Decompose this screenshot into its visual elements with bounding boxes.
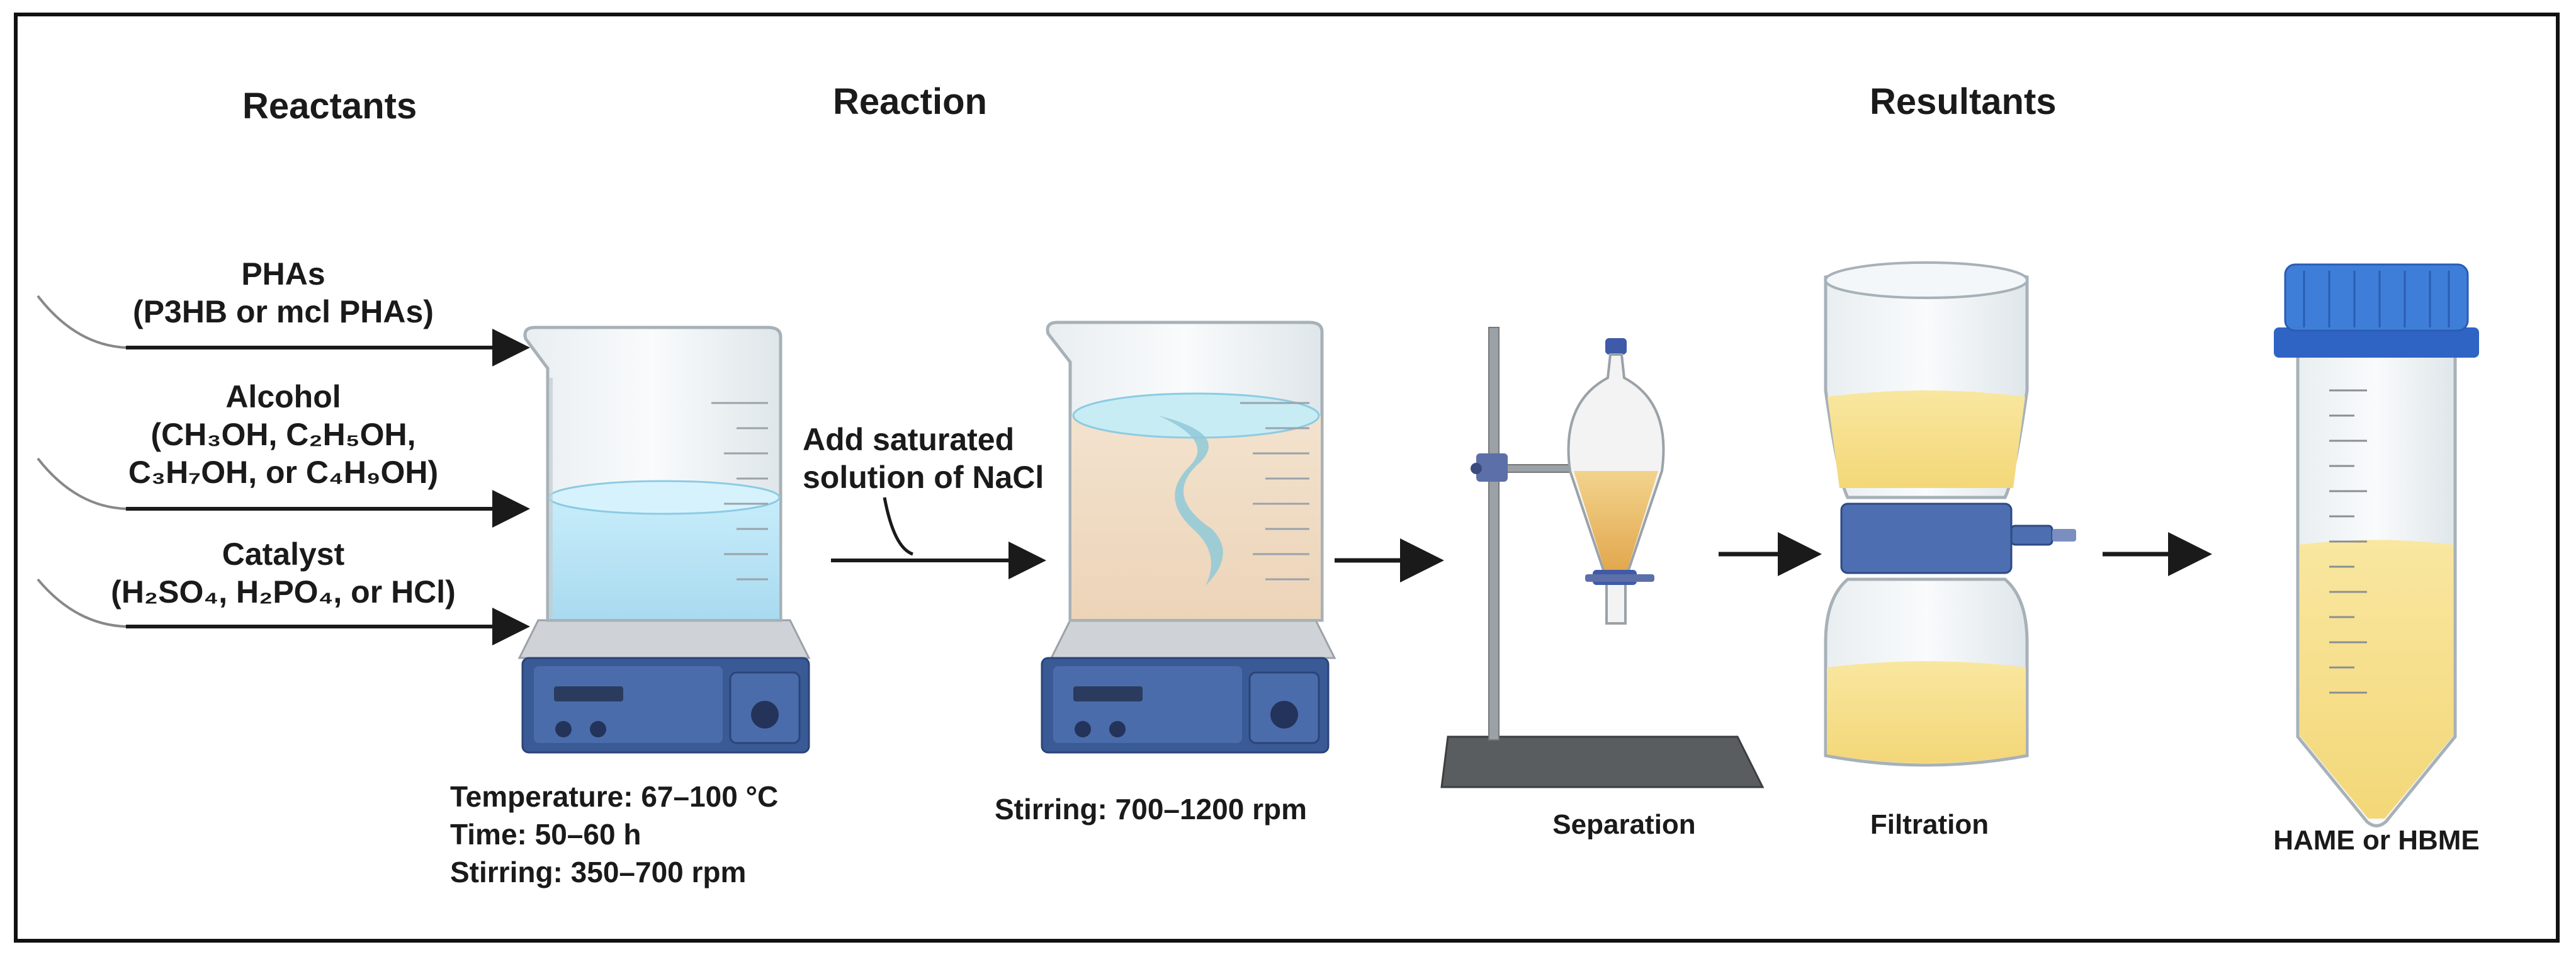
separatory-funnel xyxy=(1567,338,1665,625)
header-reaction: Reaction xyxy=(833,81,987,122)
diagram-frame xyxy=(14,13,2560,943)
catalyst-title: Catalyst xyxy=(222,536,345,572)
alcohol-label: Alcohol (CH₃OH, C₂H₅OH, C₃H₇OH, or C₄H₉O… xyxy=(82,378,485,491)
alcohol-line2: C₃H₇OH, or C₄H₉OH) xyxy=(128,455,439,490)
hot-plate-1 xyxy=(517,619,811,754)
input-arrow-alcohol xyxy=(37,457,530,528)
nacl-label: Add saturated solution of NaCl xyxy=(803,421,1044,496)
hot-plate-2 xyxy=(1041,619,1336,754)
condition-stirring: Stirring: 350–700 rpm xyxy=(450,856,747,888)
input-arrow-phas xyxy=(37,295,530,366)
condition-time: Time: 50–60 h xyxy=(450,818,641,851)
conical-tube xyxy=(2274,263,2479,827)
beaker-1 xyxy=(523,326,782,622)
header-resultants: Resultants xyxy=(1870,81,2057,122)
alcohol-title: Alcohol xyxy=(225,379,341,414)
separatory-funnel-stand xyxy=(1440,327,1765,788)
phas-title: PHAs xyxy=(241,256,325,292)
catalyst-label: Catalyst (H₂SO₄, H₂PO₄, or HCl) xyxy=(82,535,485,611)
second-stirring-label: Stirring: 700–1200 rpm xyxy=(995,793,1308,826)
phas-label: PHAs (P3HB or mcl PHAs) xyxy=(82,255,485,331)
nacl-arrow xyxy=(831,497,1046,579)
nacl-line1: Add saturated xyxy=(803,422,1015,457)
reaction-conditions: Temperature: 67–100 °C Time: 50–60 h Sti… xyxy=(450,778,778,891)
catalyst-detail: (H₂SO₄, H₂PO₄, or HCl) xyxy=(111,574,456,610)
filtration-label: Filtration xyxy=(1870,809,1989,840)
condition-temperature: Temperature: 67–100 °C xyxy=(450,780,779,813)
beaker-2 xyxy=(1046,321,1324,622)
alcohol-line1: (CH₃OH, C₂H₅OH, xyxy=(150,417,416,452)
nacl-line2: solution of NaCl xyxy=(803,460,1044,495)
separation-label: Separation xyxy=(1552,809,1696,840)
header-reactants: Reactants xyxy=(242,86,417,127)
filtration-unit xyxy=(1824,261,2076,767)
input-arrow-catalyst xyxy=(37,578,530,645)
product-label: HAME or HBME xyxy=(2273,825,2480,856)
phas-detail: (P3HB or mcl PHAs) xyxy=(133,294,434,329)
